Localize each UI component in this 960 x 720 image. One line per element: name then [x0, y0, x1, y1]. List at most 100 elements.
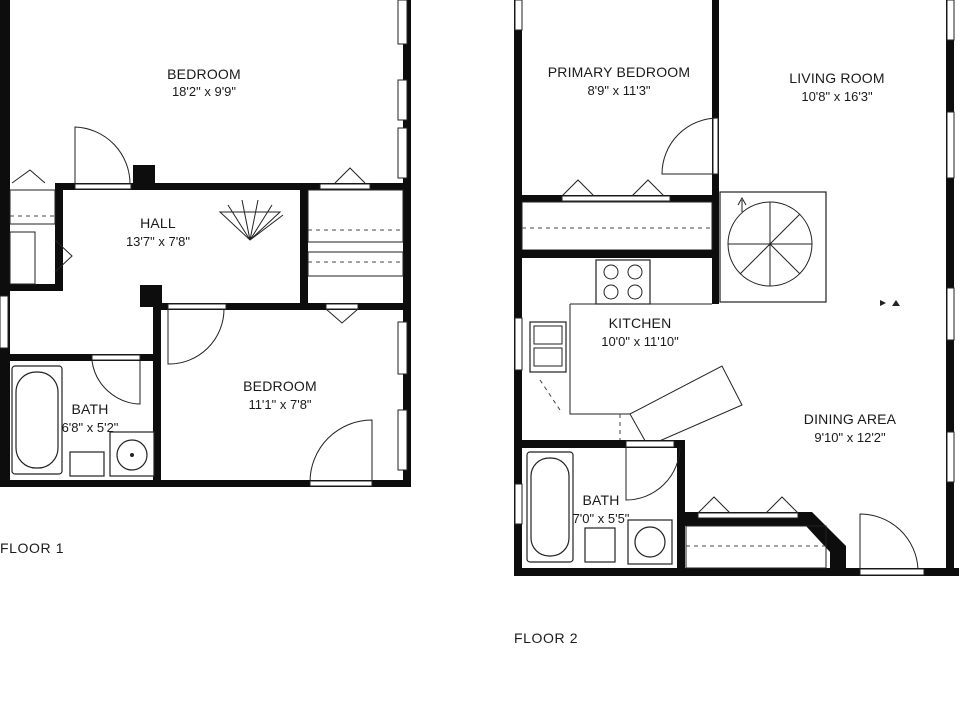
door-swing	[625, 446, 681, 501]
wall	[0, 284, 63, 291]
door-opening	[319, 183, 371, 190]
door-opening	[309, 480, 373, 487]
wall	[300, 183, 308, 303]
toilet	[584, 527, 616, 563]
wall	[677, 440, 685, 576]
stair-treads	[728, 202, 812, 286]
door-opening	[91, 354, 141, 361]
door-swing	[661, 117, 719, 175]
drain-icon	[130, 453, 134, 457]
closet-door	[54, 239, 73, 273]
closet	[685, 525, 827, 569]
door-opening	[859, 568, 925, 576]
room-name-dining-area: DINING AREA	[804, 411, 897, 427]
attic-stair-lines	[227, 199, 284, 241]
wall	[514, 440, 684, 448]
door-opening	[712, 117, 719, 175]
floor-2-west-wall	[514, 0, 522, 576]
window	[397, 127, 408, 179]
room-dims-primary-bedroom: 8'9" x 11'3"	[587, 83, 650, 98]
room-name-bath-2: BATH	[582, 492, 619, 508]
closet	[307, 189, 404, 243]
closet	[521, 201, 713, 251]
closet	[307, 251, 404, 277]
room-dims-bedroom-1: 18'2" x 9'9"	[172, 84, 236, 99]
door-swing	[309, 419, 373, 483]
window	[946, 287, 955, 341]
closet-door	[325, 308, 359, 324]
window	[946, 111, 955, 179]
window	[0, 295, 9, 349]
closet-door	[11, 169, 46, 184]
window	[514, 0, 523, 31]
wall	[0, 354, 160, 361]
room-name-bath-1: BATH	[71, 401, 108, 417]
door-opening	[167, 303, 227, 310]
room-dims-bath-2: 7'0" x 5'5"	[573, 511, 630, 526]
sink-basin	[533, 347, 563, 367]
wall	[55, 183, 405, 190]
door-opening	[625, 440, 675, 448]
closet-wall	[685, 512, 846, 576]
closet	[9, 231, 36, 285]
room-name-hall: HALL	[140, 215, 176, 231]
door-opening	[325, 303, 359, 310]
floor-2-plan: PRIMARY BEDROOM 8'9" x 11'3" LIVING ROOM…	[514, 0, 959, 646]
closet-doors	[561, 179, 665, 197]
dash-line	[539, 379, 561, 411]
floor-1-south-wall	[0, 480, 410, 487]
room-dims-bath-1: 6'8" x 5'2"	[62, 420, 119, 435]
sink-basin	[533, 325, 563, 345]
sink-basin	[634, 526, 666, 558]
room-name-primary-bedroom: PRIMARY BEDROOM	[548, 64, 691, 80]
window	[397, 79, 408, 121]
bathtub-basin	[530, 457, 570, 557]
door-swing	[167, 308, 225, 365]
window	[397, 321, 408, 375]
closet-doors	[697, 496, 799, 514]
burner	[603, 284, 619, 300]
closet	[9, 189, 56, 225]
door-opening	[74, 183, 132, 190]
kitchen-sink	[529, 321, 567, 373]
wall	[153, 303, 161, 486]
door-swing	[91, 360, 141, 405]
window	[946, 431, 955, 483]
window	[397, 409, 408, 471]
room-dims-hall: 13'7" x 7'8"	[126, 234, 190, 249]
window	[514, 317, 523, 371]
arrow-marker	[892, 300, 900, 306]
floor-1-east-wall	[403, 0, 411, 487]
floor-2-south-wall	[514, 568, 959, 576]
door-opening	[697, 512, 799, 519]
wall-column	[133, 165, 155, 185]
toilet-tank	[69, 451, 105, 477]
door-swing	[859, 513, 919, 570]
window	[514, 483, 523, 525]
bathtub-basin	[15, 371, 59, 469]
room-dims-kitchen: 10'0" x 11'10"	[601, 334, 679, 349]
wall-column	[140, 285, 162, 307]
floor-1-plan: BEDROOM 18'2" x 9'9" HALL 13'7" x 7'8" B…	[0, 0, 411, 556]
wall	[514, 250, 719, 258]
floor-2-label: FLOOR 2	[514, 630, 578, 646]
room-dims-bedroom-2: 11'1" x 7'8"	[248, 397, 311, 412]
burner	[627, 264, 643, 280]
room-name-kitchen: KITCHEN	[609, 315, 672, 331]
floor-1-label: FLOOR 1	[0, 540, 64, 556]
window	[946, 0, 955, 41]
stove	[595, 259, 651, 305]
attic-stair-icon	[218, 211, 282, 241]
window	[397, 0, 408, 45]
room-dims-dining-area: 9'10" x 12'2"	[814, 430, 886, 445]
stair-arrow-icon	[737, 196, 747, 212]
wall	[55, 183, 63, 288]
room-name-living-room: LIVING ROOM	[789, 70, 885, 86]
room-dims-living-room: 10'8" x 16'3"	[801, 89, 873, 104]
closet-door	[334, 167, 366, 184]
wall	[153, 303, 408, 310]
door-opening	[561, 195, 671, 202]
arrow-marker	[880, 300, 886, 306]
burner	[627, 284, 643, 300]
